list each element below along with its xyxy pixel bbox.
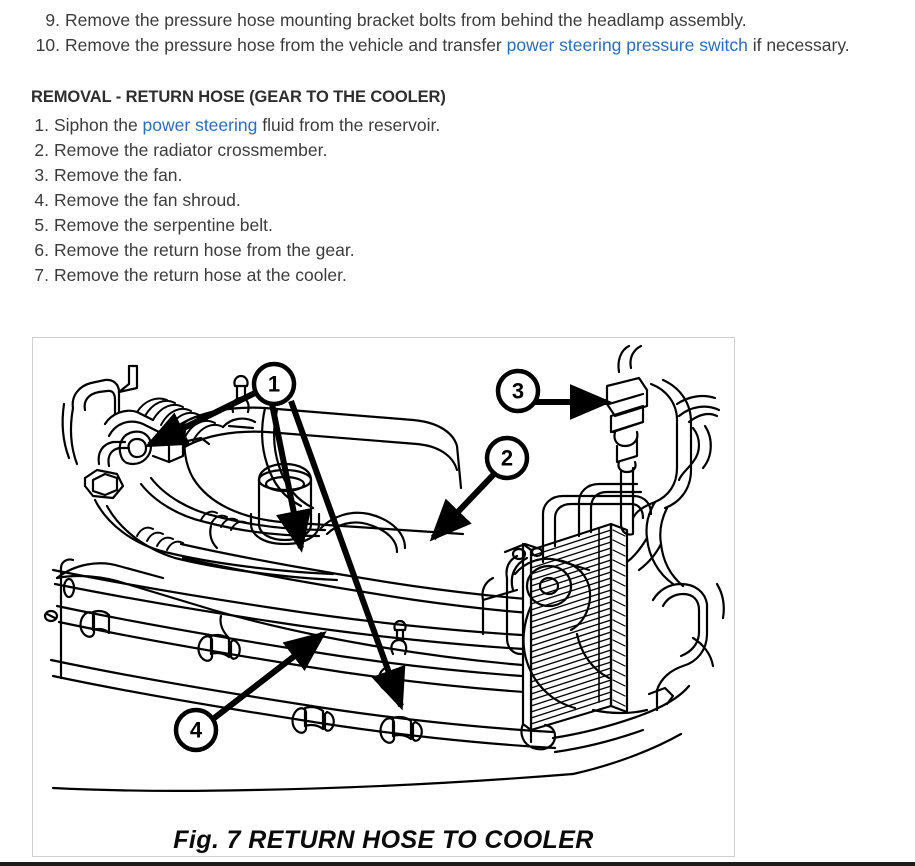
inline-link[interactable]: power steering pressure switch — [506, 35, 748, 55]
procedure-removal-item: 7.Remove the return hose at the cooler. — [28, 263, 440, 288]
static-text: Remove the serpentine belt. — [54, 215, 273, 235]
procedure-removal-item-number: 3. — [34, 165, 49, 185]
procedure-removal-item-text: Siphon the power steering fluid from the… — [54, 113, 440, 138]
procedure-continued-item: 10.Remove the pressure hose from the veh… — [30, 33, 850, 58]
static-text: Remove the pressure hose from the vehicl… — [65, 35, 507, 55]
static-text: Remove the pressure hose mounting bracke… — [65, 10, 747, 30]
return-hose-to-cooler-diagram: 1 3 2 4 — [33, 338, 734, 856]
procedure-removal-item-text: Remove the serpentine belt. — [54, 213, 273, 238]
callout-leader-lines — [144, 384, 612, 722]
procedure-removal-item-text: Remove the radiator crossmember. — [54, 138, 327, 163]
procedure-removal-item: 6.Remove the return hose from the gear. — [28, 238, 440, 263]
procedure-continued-item-text: Remove the pressure hose mounting bracke… — [65, 8, 747, 33]
procedure-removal-item-number: 6. — [34, 240, 49, 260]
static-text: fluid from the reservoir. — [257, 115, 441, 135]
procedure-removal-item: 2.Remove the radiator crossmember. — [28, 138, 440, 163]
page-bottom-band — [0, 862, 915, 866]
callout-1[interactable]: 1 — [251, 361, 297, 407]
procedure-removal-item-number: 1. — [34, 115, 49, 135]
callout-1-label: 1 — [268, 372, 280, 397]
callout-4[interactable]: 4 — [173, 707, 219, 753]
procedure-removal-item-number: 7. — [34, 265, 49, 285]
procedure-removal-item-number: 5. — [34, 215, 49, 235]
static-text: Remove the fan shroud. — [54, 190, 241, 210]
figure-container: 1 3 2 4 — [32, 337, 735, 857]
callout-2[interactable]: 2 — [484, 435, 530, 481]
static-text: Remove the fan. — [54, 165, 183, 185]
inline-link[interactable]: power steering — [142, 115, 258, 135]
procedure-removal-item-number: 4. — [34, 190, 49, 210]
procedure-removal-item: 1.Siphon the power steering fluid from t… — [28, 113, 440, 138]
procedure-list-removal: 1.Siphon the power steering fluid from t… — [28, 113, 440, 288]
static-text: Remove the radiator crossmember. — [54, 140, 328, 160]
callout-3[interactable]: 3 — [495, 368, 541, 414]
procedure-removal-item-text: Remove the fan. — [54, 163, 182, 188]
static-text: Remove the return hose at the cooler. — [54, 265, 347, 285]
callout-4-label: 4 — [190, 718, 203, 743]
static-text: if necessary. — [747, 35, 850, 55]
static-text: Siphon the — [54, 115, 143, 135]
procedure-removal-item-number: 2. — [34, 140, 49, 160]
static-text: Remove the return hose from the gear. — [54, 240, 355, 260]
callout-2-label: 2 — [501, 446, 513, 471]
procedure-removal-item-text: Remove the return hose from the gear. — [54, 238, 355, 263]
callout-3-label: 3 — [512, 379, 524, 404]
procedure-removal-item: 4.Remove the fan shroud. — [28, 188, 440, 213]
callout-markers: 1 3 2 4 — [173, 361, 541, 753]
procedure-removal-item: 5.Remove the serpentine belt. — [28, 213, 440, 238]
procedure-removal-item: 3.Remove the fan. — [28, 163, 440, 188]
figure-caption: Fig. 7 RETURN HOSE TO COOLER — [173, 826, 594, 854]
procedure-removal-item-text: Remove the fan shroud. — [54, 188, 241, 213]
procedure-continued-item: 9.Remove the pressure hose mounting brac… — [30, 8, 850, 33]
procedure-continued-item-number: 9. — [45, 10, 60, 30]
procedure-continued-item-text: Remove the pressure hose from the vehicl… — [65, 33, 850, 58]
procedure-list-continued: 9.Remove the pressure hose mounting brac… — [30, 8, 850, 58]
procedure-removal-item-text: Remove the return hose at the cooler. — [54, 263, 347, 288]
procedure-continued-item-number: 10. — [35, 35, 60, 55]
section-heading: REMOVAL - RETURN HOSE (GEAR TO THE COOLE… — [31, 88, 446, 106]
